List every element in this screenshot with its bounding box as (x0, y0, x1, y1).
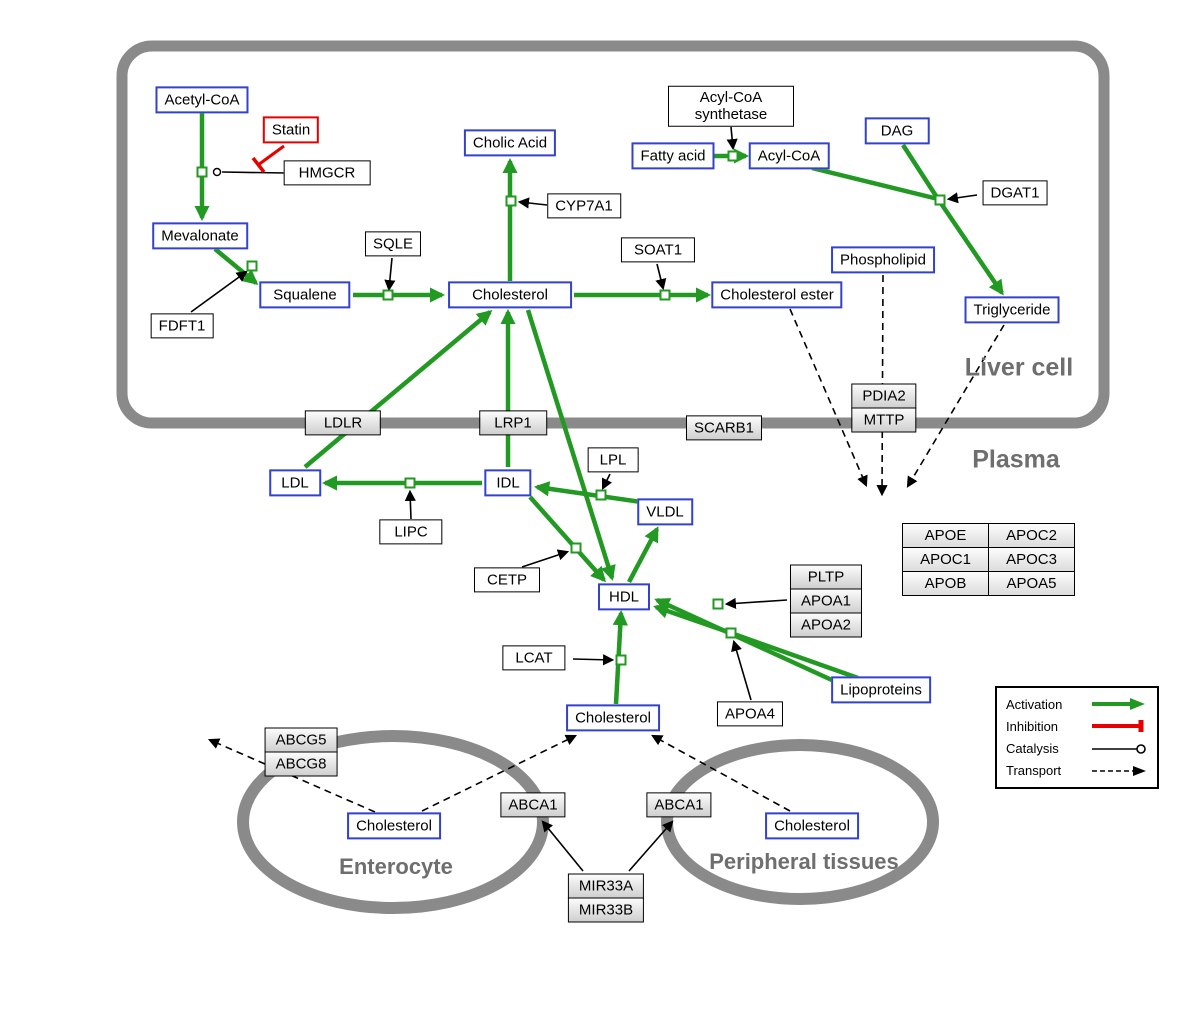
legend: Activation Inhibition Catalysis Transpor… (995, 686, 1159, 789)
node-cholesterol-plasma[interactable]: Cholesterol (566, 704, 660, 732)
abcg-group: ABCG5 ABCG8 (264, 727, 338, 777)
node-dag[interactable]: DAG (864, 117, 930, 145)
legend-row-activation: Activation (1006, 697, 1148, 712)
node-acyl-coa-synthetase[interactable]: Acyl-CoA synthetase (668, 85, 794, 127)
node-lrp1[interactable]: LRP1 (479, 410, 547, 436)
node-apoa2[interactable]: APOA2 (789, 612, 863, 638)
node-abcg5[interactable]: ABCG5 (264, 727, 338, 753)
catalysis-circle-icon (1092, 743, 1146, 754)
node-apoa4[interactable]: APOA4 (716, 701, 784, 727)
node-phospholipid[interactable]: Phospholipid (831, 246, 935, 274)
node-statin[interactable]: Statin (262, 116, 320, 144)
legend-row-inhibition: Inhibition (1006, 719, 1148, 734)
activation-edges (194, 113, 1004, 705)
node-mttp[interactable]: MTTP (851, 407, 917, 433)
node-fatty-acid[interactable]: Fatty acid (631, 142, 715, 170)
apo-cell[interactable]: APOE (902, 523, 989, 548)
legend-activation-label: Activation (1006, 696, 1063, 712)
node-cyp7a1[interactable]: CYP7A1 (547, 193, 621, 219)
node-scarb1[interactable]: SCARB1 (685, 415, 763, 441)
node-cetp[interactable]: CETP (473, 567, 541, 593)
node-hdl[interactable]: HDL (597, 583, 651, 611)
node-mir33a[interactable]: MIR33A (567, 873, 645, 899)
transport-dashed-arrow-icon (1092, 765, 1146, 776)
node-triglyceride[interactable]: Triglyceride (964, 296, 1060, 324)
node-cholesterol-liver[interactable]: Cholesterol (448, 281, 572, 309)
legend-transport-label: Transport (1006, 763, 1062, 779)
node-idl[interactable]: IDL (484, 469, 532, 497)
node-fdft1[interactable]: FDFT1 (150, 313, 214, 339)
node-abcg8[interactable]: ABCG8 (264, 751, 338, 777)
inhibition-tbar-icon (1092, 720, 1144, 733)
node-lpl[interactable]: LPL (587, 447, 639, 473)
plasma-label: Plasma (972, 445, 1060, 474)
node-dgat1[interactable]: DGAT1 (982, 180, 1048, 206)
legend-inhibition-label: Inhibition (1006, 718, 1059, 734)
reaction-squares (196, 150, 946, 666)
liver-cell-outline (116, 40, 1110, 429)
node-hmgcr[interactable]: HMGCR (283, 160, 371, 186)
node-lipc[interactable]: LIPC (379, 519, 443, 545)
apo-cell[interactable]: APOC3 (988, 547, 1075, 572)
node-acetyl-coa[interactable]: Acetyl-CoA (155, 86, 249, 114)
liver-cell-label: Liver cell (964, 353, 1074, 382)
apo-cell[interactable]: APOB (902, 571, 989, 596)
node-apoa1[interactable]: APOA1 (789, 588, 863, 614)
node-ldlr[interactable]: LDLR (304, 410, 382, 436)
node-abca1-left[interactable]: ABCA1 (500, 792, 566, 818)
legend-catalysis-label: Catalysis (1006, 741, 1059, 757)
peripheral-tissues-label: Peripheral tissues (709, 849, 899, 874)
node-mevalonate[interactable]: Mevalonate (152, 222, 248, 250)
node-lcat[interactable]: LCAT (502, 645, 566, 671)
node-ldl[interactable]: LDL (269, 469, 321, 497)
node-mir33b[interactable]: MIR33B (567, 897, 645, 923)
apolipoprotein-table: APOE APOC2 APOC1 APOC3 APOB APOA5 (902, 523, 1075, 596)
apo-cell[interactable]: APOC1 (902, 547, 989, 572)
legend-row-catalysis: Catalysis (1006, 741, 1148, 756)
node-cholesterol-peripheral[interactable]: Cholesterol (765, 812, 859, 840)
apo-cell[interactable]: APOA5 (988, 571, 1075, 596)
mir33-group: MIR33A MIR33B (567, 873, 645, 923)
node-squalene[interactable]: Squalene (259, 281, 351, 309)
node-pltp[interactable]: PLTP (789, 564, 863, 590)
pltp-apoa-group: PLTP APOA1 APOA2 (789, 564, 863, 638)
node-sqle[interactable]: SQLE (364, 231, 422, 257)
apo-cell[interactable]: APOC2 (988, 523, 1075, 548)
node-abca1-right[interactable]: ABCA1 (646, 792, 712, 818)
node-cholesterol-enterocyte[interactable]: Cholesterol (347, 812, 441, 840)
node-soat1[interactable]: SOAT1 (620, 237, 696, 263)
inhibition-edge-statin (251, 144, 285, 174)
catalysis-edges (190, 126, 978, 872)
legend-row-transport: Transport (1006, 763, 1148, 778)
node-cholesterol-ester[interactable]: Cholesterol ester (711, 281, 843, 309)
node-pdia2[interactable]: PDIA2 (851, 383, 917, 409)
node-acyl-coa[interactable]: Acyl-CoA (748, 142, 830, 170)
node-cholic-acid[interactable]: Cholic Acid (463, 129, 557, 157)
enterocyte-label: Enterocyte (339, 854, 453, 879)
pdia2-mttp-group: PDIA2 MTTP (851, 383, 917, 433)
node-vldl[interactable]: VLDL (637, 498, 693, 526)
node-lipoproteins[interactable]: Lipoproteins (831, 676, 931, 704)
activation-arrow-icon (1092, 698, 1145, 711)
